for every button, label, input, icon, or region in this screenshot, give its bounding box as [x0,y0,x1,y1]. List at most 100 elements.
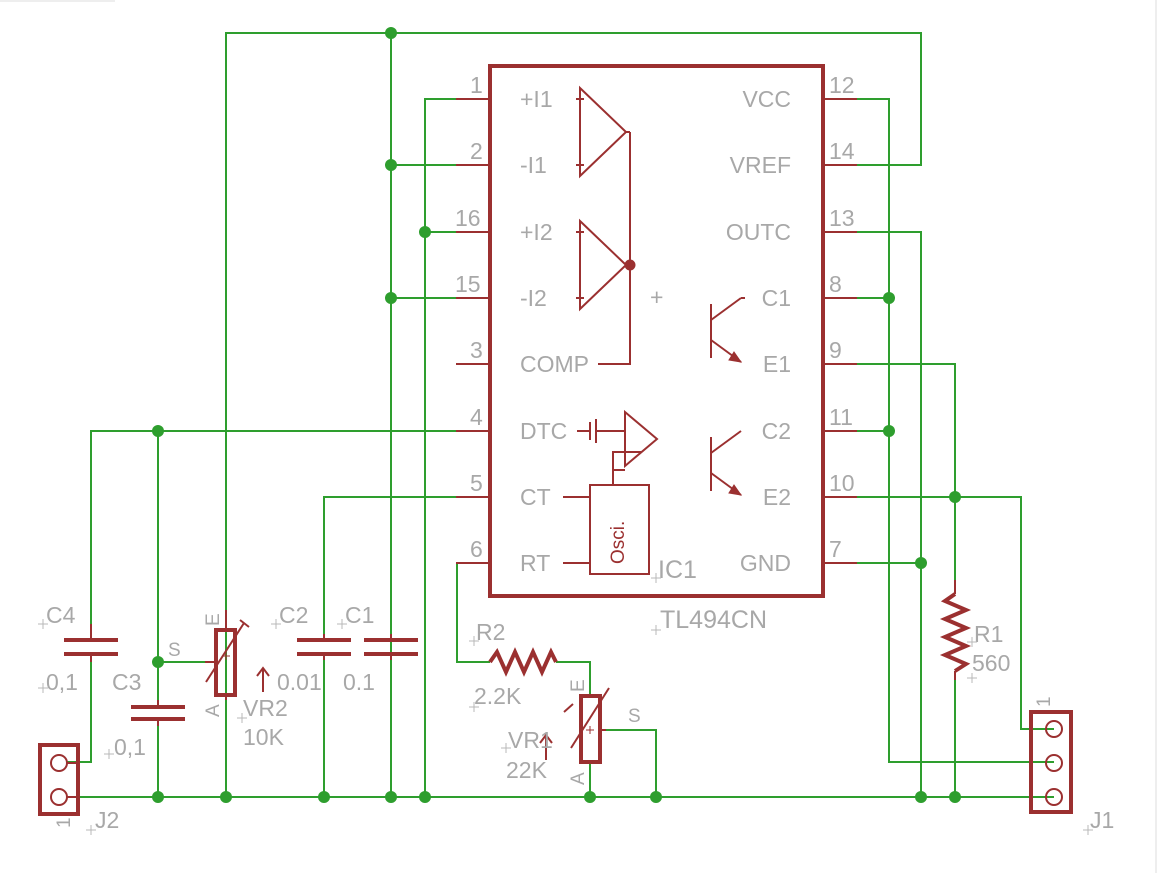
junction-dot [915,557,927,569]
r2-value-label: 2.2K [474,683,522,709]
ic-pin-name-11: C2 [762,418,791,444]
junction-dot [152,656,164,668]
junction-dot [419,226,431,238]
ic-pin-num-13: 13 [829,205,855,231]
ic-pin-num-6: 6 [470,536,483,562]
ic-pin-num-11: 11 [829,404,853,430]
comp-node [624,259,636,271]
ic-pin-name-5: CT [520,484,551,510]
ic-origin-cross [651,573,661,635]
j2-name-label: J2 [95,807,119,833]
connector-j2 [38,743,80,816]
ic-pin-name-12: VCC [742,86,791,112]
ic-pin-name-4: DTC [520,418,567,444]
capacitor-c1 [364,634,418,660]
wire-rt [456,562,490,663]
junction-dot [883,292,895,304]
junction-dot [419,791,431,803]
junction-dot [949,491,961,503]
junction-dot [385,27,397,39]
comp-line [598,132,631,365]
ic-pin-name-2: -I1 [520,152,547,178]
vr1-pin-a-label: A [568,772,589,785]
j1-name-label: J1 [1090,807,1114,833]
junction-dot [584,791,596,803]
ic-pin-num-4: 4 [470,404,483,430]
junction-dot [152,791,164,803]
ic-body [488,64,825,598]
wire-vr1-wiper [606,729,657,797]
junction-dot [152,425,164,437]
ic-pin-num-5: 5 [470,470,483,496]
vr1-pin-s-label: S [628,706,641,727]
ic-pin-num-10: 10 [829,470,855,496]
c4-name-label: C4 [46,602,76,628]
capacitor-c2 [297,634,351,660]
ic-pin-name-8: C1 [762,285,791,311]
vr2-pin-e-label: E [203,613,224,626]
resistor-r1 [939,580,972,680]
ic-pin-num-16: 16 [455,205,481,231]
junction-dot [650,791,662,803]
ic-pin-num-1: 1 [470,72,483,98]
ic-value-label: TL494CN [660,606,767,634]
dtc-comparator-symbol [577,409,659,485]
ic-pin-name-3: COMP [520,351,589,377]
c2-value-label: 0.01 [277,669,322,695]
oscillator-box [589,484,650,575]
junction-dot [915,791,927,803]
c2-name-label: C2 [279,602,308,628]
origin-crosses [38,619,1093,835]
ic-pin-num-7: 7 [829,536,842,562]
wire-e2 [823,496,1054,730]
trimmer-vr2 [205,610,270,700]
ic-name-label: IC1 [658,556,697,584]
oscillator-label: Osci. [608,521,629,564]
ic-pin-num-15: 15 [455,271,481,297]
wire-outc [823,231,922,797]
vr2-value-label: 10K [243,724,285,750]
vr2-pin-s-label: S [168,640,181,661]
c3-name-label: C3 [112,669,141,695]
ic-pin-num-3: 3 [470,337,483,363]
junction-dot [318,791,330,803]
ic-pin-num-12: 12 [829,72,855,98]
ic-pin-num-2: 2 [470,138,483,164]
junction-dot [385,791,397,803]
wire-r2-vr1 [556,661,591,696]
c3-value-label: 0,1 [114,734,146,760]
resistor-r2 [488,647,558,677]
capacitor-c3 [131,700,185,726]
junction-dot [385,292,397,304]
vr2-name-label: VR2 [243,695,288,721]
ic-pin-name-10: E2 [763,484,791,510]
r1-name-label: R1 [974,621,1003,647]
junctions [152,27,961,803]
j1-pin1-label: 1 [1034,696,1055,707]
ic-pin-name-13: OUTC [726,219,791,245]
ic-pin-name-7: GND [740,550,791,576]
capacitor-c4 [64,624,118,662]
transistor-2-symbol [710,430,743,496]
wire-ct [323,496,456,634]
wire-dtc [90,430,456,624]
ic-pin-num-8: 8 [829,271,842,297]
c1-value-label: 0.1 [343,669,375,695]
ic-pin-name-15: -I2 [520,285,547,311]
ic-pin-num-14: 14 [829,138,855,164]
junction-dot [883,425,895,437]
ic-tl494: + Osci. [455,64,857,635]
junction-dot [220,791,232,803]
junction-dot [949,791,961,803]
ic-plus-sign: + [650,284,663,310]
vr1-value-label: 22K [506,757,548,783]
vr1-name-label: VR1 [508,727,553,753]
opamp-2-symbol [576,218,628,312]
wire-e1 [823,363,956,594]
junction-dot [385,159,397,171]
r2-name-label: R2 [476,619,505,645]
ic-pin-name-14: VREF [730,152,791,178]
transistor-1-symbol [710,297,745,363]
ic-pin-name-16: +I2 [520,219,553,245]
